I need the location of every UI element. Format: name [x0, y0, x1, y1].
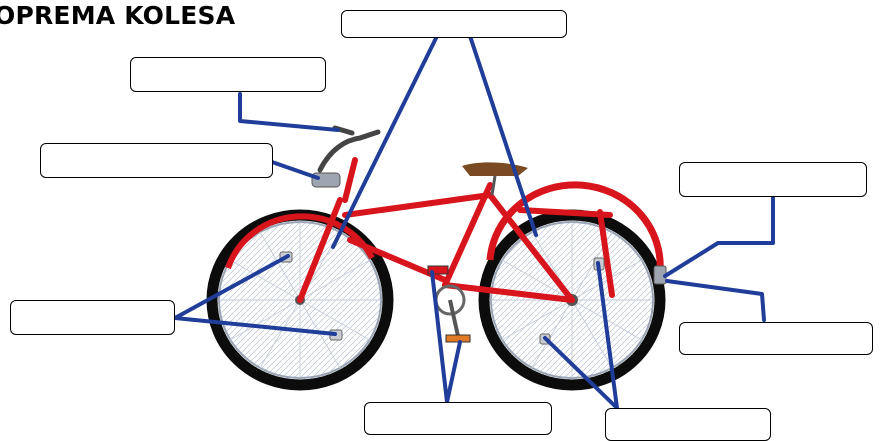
leader-line-bottom-center-right: [447, 342, 460, 402]
leader-line-upper-left: [240, 94, 338, 130]
label-box-right-lower[interactable]: [679, 322, 873, 355]
leader-line-right-lower: [667, 281, 764, 320]
leader-line-right-upper: [665, 197, 773, 276]
label-box-top-center[interactable]: [341, 10, 567, 38]
handlebar: [320, 132, 378, 170]
pedal: [446, 335, 470, 342]
label-box-right-upper[interactable]: [679, 162, 867, 197]
front-light: [312, 173, 340, 187]
saddle: [462, 162, 528, 176]
label-box-bottom-center[interactable]: [364, 402, 552, 435]
label-box-lower-left[interactable]: [10, 300, 175, 335]
label-box-upper-left[interactable]: [130, 57, 326, 92]
label-box-bottom-right[interactable]: [605, 408, 771, 441]
label-box-mid-left[interactable]: [40, 143, 273, 178]
leader-line-mid-left: [272, 162, 318, 178]
